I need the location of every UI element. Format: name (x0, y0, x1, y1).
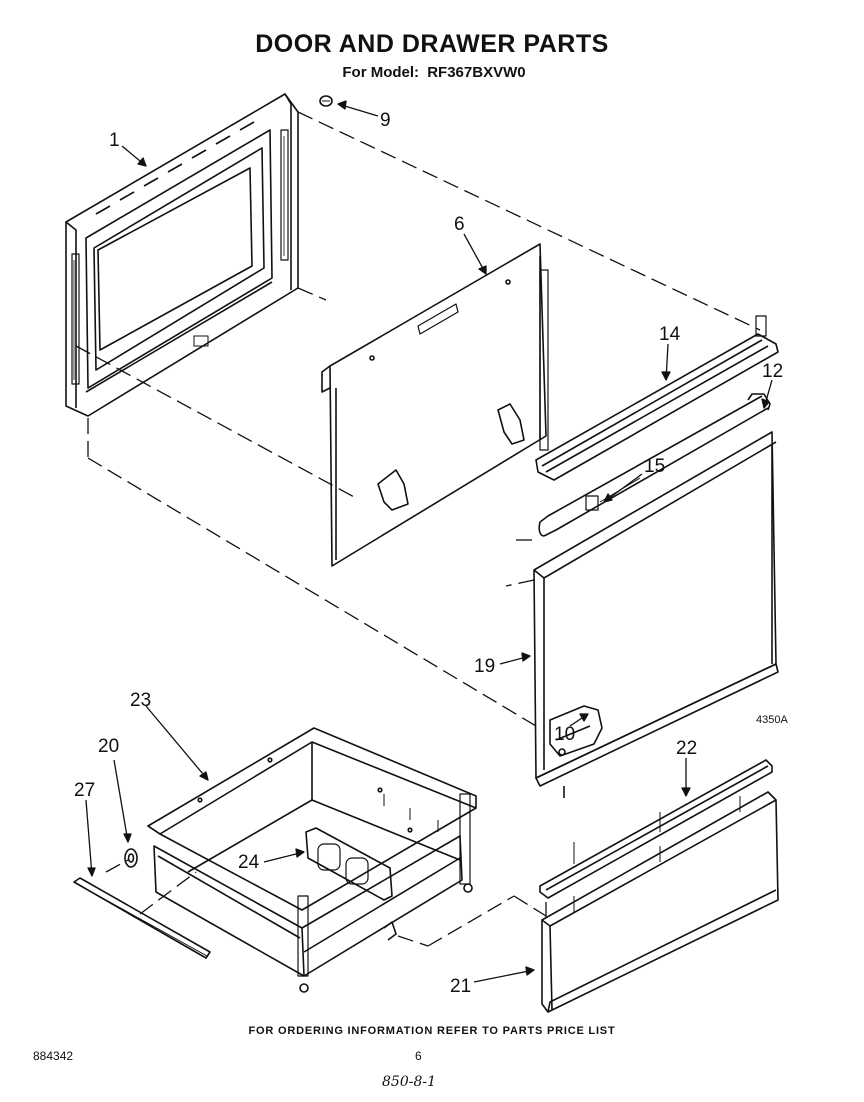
document-number: 884342 (33, 1049, 74, 1063)
inner-panel-part (321, 243, 549, 567)
callout-labels: 1 9 6 14 12 15 19 10 23 20 27 24 22 21 4… (74, 110, 788, 997)
figure-code: 4350A (756, 714, 788, 726)
handle-clip-part (585, 477, 641, 511)
callout-6: 6 (454, 214, 465, 235)
callout-1: 1 (109, 130, 120, 151)
screw-part (319, 95, 333, 107)
drawer-support-part (305, 827, 393, 901)
callout-15: 15 (644, 456, 665, 477)
callout-24: 24 (238, 852, 260, 873)
drawer-part (147, 727, 477, 993)
callout-leaders (85, 100, 773, 983)
drawer-roller-part (124, 848, 138, 868)
drawer-trim-part (539, 759, 773, 899)
page-title: DOOR AND DRAWER PARTS (255, 30, 609, 58)
oven-door-part (65, 93, 299, 417)
top-trim-part (535, 315, 779, 481)
callout-10: 10 (554, 724, 575, 745)
model-prefix: For Model: (342, 64, 420, 81)
door-handle-part (538, 393, 771, 537)
alignment-lines (75, 111, 761, 947)
page-number: 6 (415, 1049, 422, 1063)
callout-14: 14 (659, 324, 681, 345)
drawer-front-part (541, 791, 779, 1013)
model-line: For Model: RF367BXVW0 (0, 64, 864, 81)
model-number: RF367BXVW0 (427, 64, 526, 81)
callout-9: 9 (380, 110, 391, 131)
callout-23: 23 (130, 690, 151, 711)
outer-glass-part (533, 431, 779, 798)
callout-27: 27 (74, 780, 95, 801)
callout-21: 21 (450, 976, 471, 997)
ordering-note: FOR ORDERING INFORMATION REFER TO PARTS … (248, 1025, 616, 1037)
callout-19: 19 (474, 656, 495, 677)
callout-22: 22 (676, 738, 697, 759)
handwritten-note: 850-8-1 (382, 1074, 436, 1090)
drawer-rail-part (73, 877, 211, 959)
callout-12: 12 (762, 361, 783, 382)
callout-20: 20 (98, 736, 119, 757)
